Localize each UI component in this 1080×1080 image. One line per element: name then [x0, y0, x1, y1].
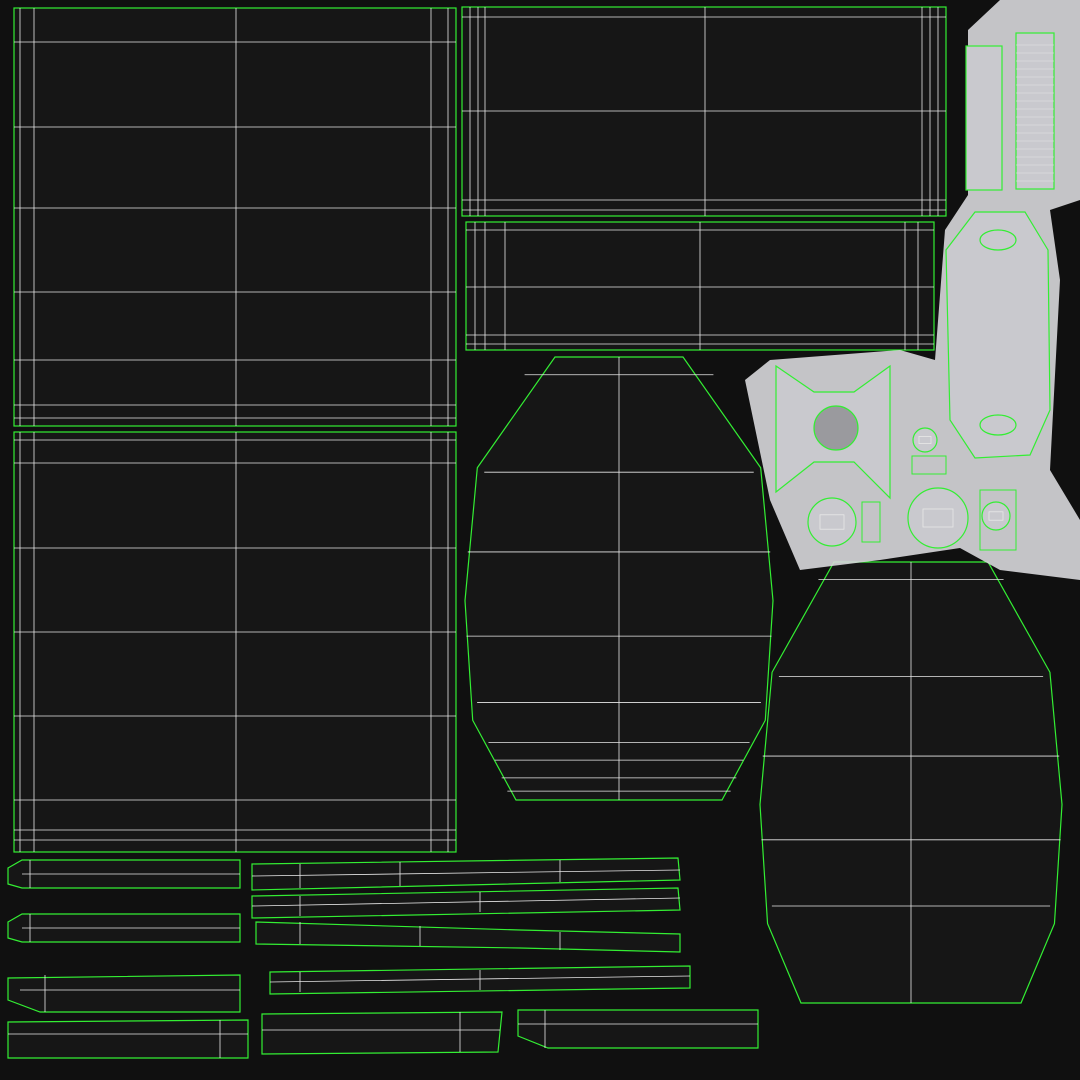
panel-top-left	[13, 7, 457, 427]
light-island-cap-ring-top	[979, 229, 1017, 251]
light-island-disc-detail	[988, 511, 1004, 521]
light-island-disc	[807, 497, 857, 547]
strip-8-edge	[269, 975, 691, 983]
light-island-small-piece	[861, 501, 881, 543]
light-island-disc	[912, 427, 938, 453]
strip-3	[7, 974, 241, 1013]
light-island-disc-detail	[922, 508, 954, 528]
strip-5	[251, 857, 681, 891]
strip-7	[255, 921, 681, 953]
strip-5-edge	[251, 869, 681, 877]
strip-6	[251, 887, 681, 919]
light-island-bracket-hole	[813, 405, 859, 451]
strip-4	[7, 1019, 249, 1059]
panel-mid-left	[13, 431, 457, 853]
strip-10	[517, 1009, 759, 1049]
strip-6-edge	[251, 897, 681, 907]
light-island-small-piece	[979, 489, 1017, 551]
light-island-cap-ring-bottom	[979, 414, 1017, 436]
light-island-strip-a	[965, 45, 1003, 191]
light-island-disc	[981, 501, 1011, 531]
strip-9	[261, 1011, 503, 1055]
light-island-disc-detail	[918, 435, 932, 444]
light-island-strip-b	[1015, 32, 1055, 190]
panel-top-middle	[461, 6, 947, 217]
light-island-cap	[945, 211, 1051, 459]
light-island-disc-detail	[819, 514, 845, 530]
light-island-disc	[907, 487, 969, 549]
light-island-small-piece	[911, 455, 947, 475]
